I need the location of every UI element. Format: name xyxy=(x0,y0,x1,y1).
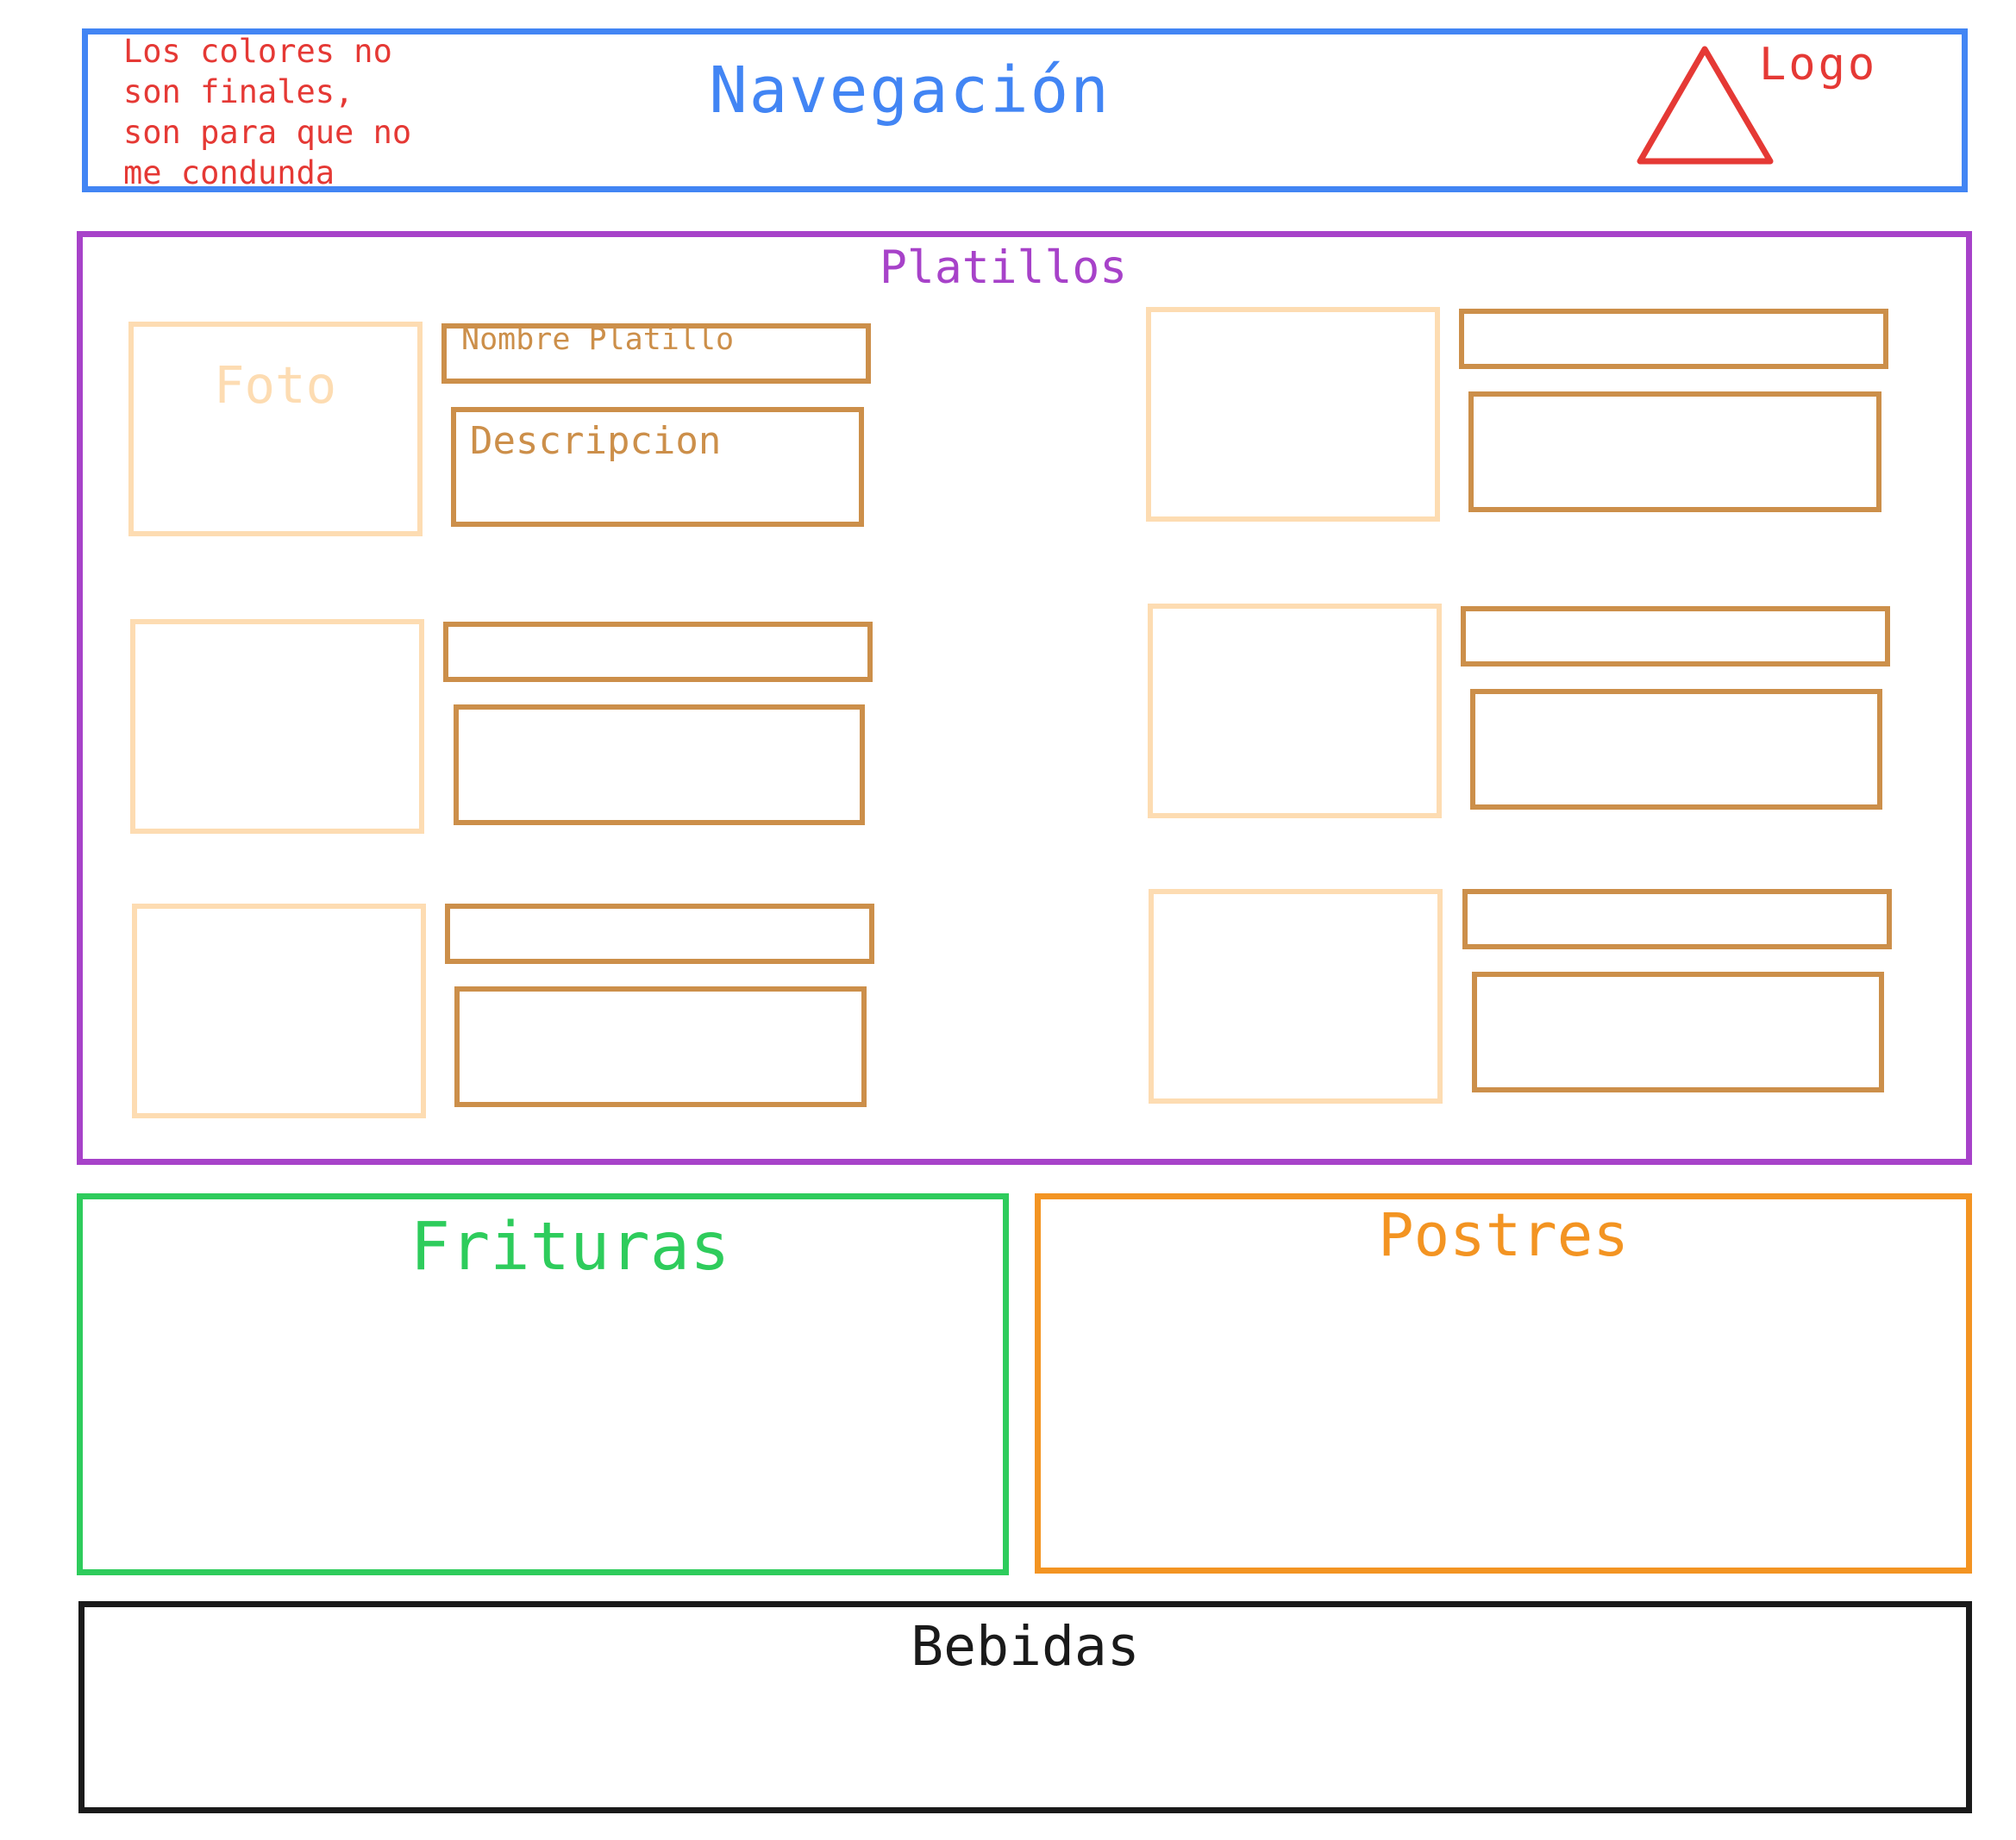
dish-name-field xyxy=(1459,309,1888,369)
dish-photo-placeholder xyxy=(1149,889,1443,1104)
dish-name-label: Nombre Platillo xyxy=(461,322,735,357)
dish-photo-placeholder xyxy=(128,322,423,536)
postres-title: Postres xyxy=(1378,1201,1629,1270)
dish-description-field xyxy=(454,704,865,825)
navigation-title: Navegación xyxy=(709,53,1111,128)
platillos-section xyxy=(77,231,1972,1165)
dish-description-field xyxy=(1468,391,1881,512)
dish-photo-placeholder xyxy=(130,619,424,834)
bebidas-section xyxy=(78,1601,1972,1813)
dish-name-field xyxy=(1461,606,1890,667)
dish-description-field xyxy=(1470,689,1882,810)
platillos-title: Platillos xyxy=(880,241,1128,294)
logo-label: Logo xyxy=(1759,39,1878,91)
dish-name-field xyxy=(1462,889,1892,949)
dish-photo-placeholder xyxy=(132,904,426,1118)
dish-name-field xyxy=(441,323,871,384)
dish-name-field xyxy=(443,622,873,682)
dish-description-field xyxy=(1472,972,1884,1092)
logo-triangle xyxy=(1637,46,1774,165)
triangle-icon xyxy=(1637,46,1774,165)
dish-name-field xyxy=(445,904,874,964)
dish-description-field xyxy=(454,986,867,1107)
photo-label: Foto xyxy=(214,355,337,415)
bebidas-title: Bebidas xyxy=(911,1615,1140,1678)
color-note: Los colores no son finales, son para que… xyxy=(123,33,412,191)
frituras-title: Frituras xyxy=(410,1209,730,1286)
dish-photo-placeholder xyxy=(1146,307,1440,522)
navigation-section xyxy=(82,28,1968,192)
dish-description-label: Descripcion xyxy=(470,419,722,463)
dish-photo-placeholder xyxy=(1148,604,1442,818)
frituras-section xyxy=(77,1193,1009,1575)
dish-description-field xyxy=(451,407,864,527)
postres-section xyxy=(1035,1193,1972,1574)
